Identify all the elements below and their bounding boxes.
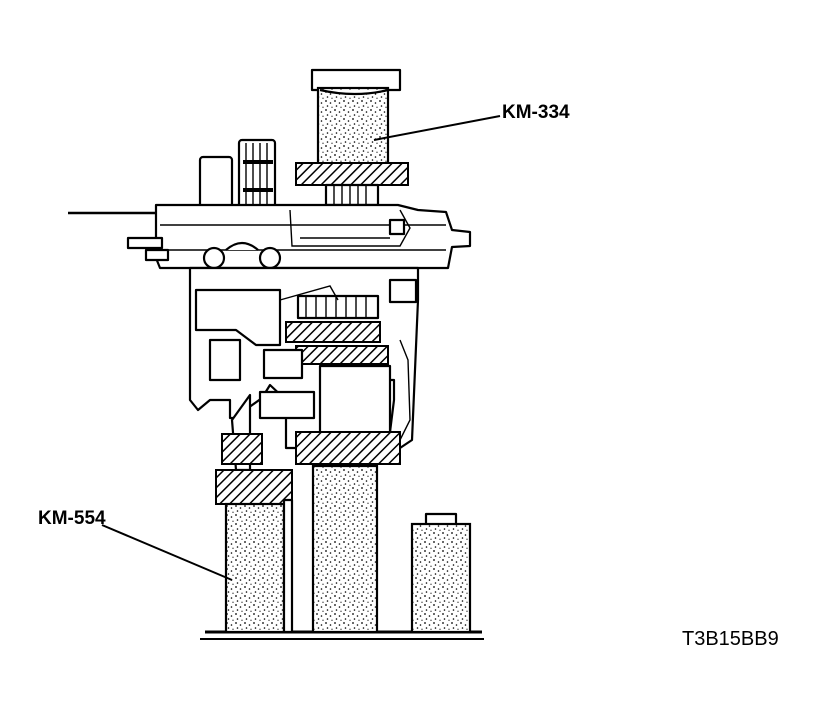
- figure-id: T3B15BB9: [682, 628, 779, 650]
- callout-km334: KM-334: [502, 102, 570, 123]
- gear-cluster-body: [188, 266, 420, 472]
- transmission-housing-plate: [68, 203, 472, 270]
- support-stand: [410, 512, 472, 634]
- press-tool-km334: [310, 68, 402, 168]
- selector-shaft-parts: [198, 138, 277, 209]
- callout-km554: KM-554: [38, 508, 106, 529]
- lower-gears: [215, 431, 401, 505]
- upper-gear: [295, 162, 409, 207]
- leader-lines: [101, 115, 501, 581]
- support-tool-km554: [224, 464, 379, 634]
